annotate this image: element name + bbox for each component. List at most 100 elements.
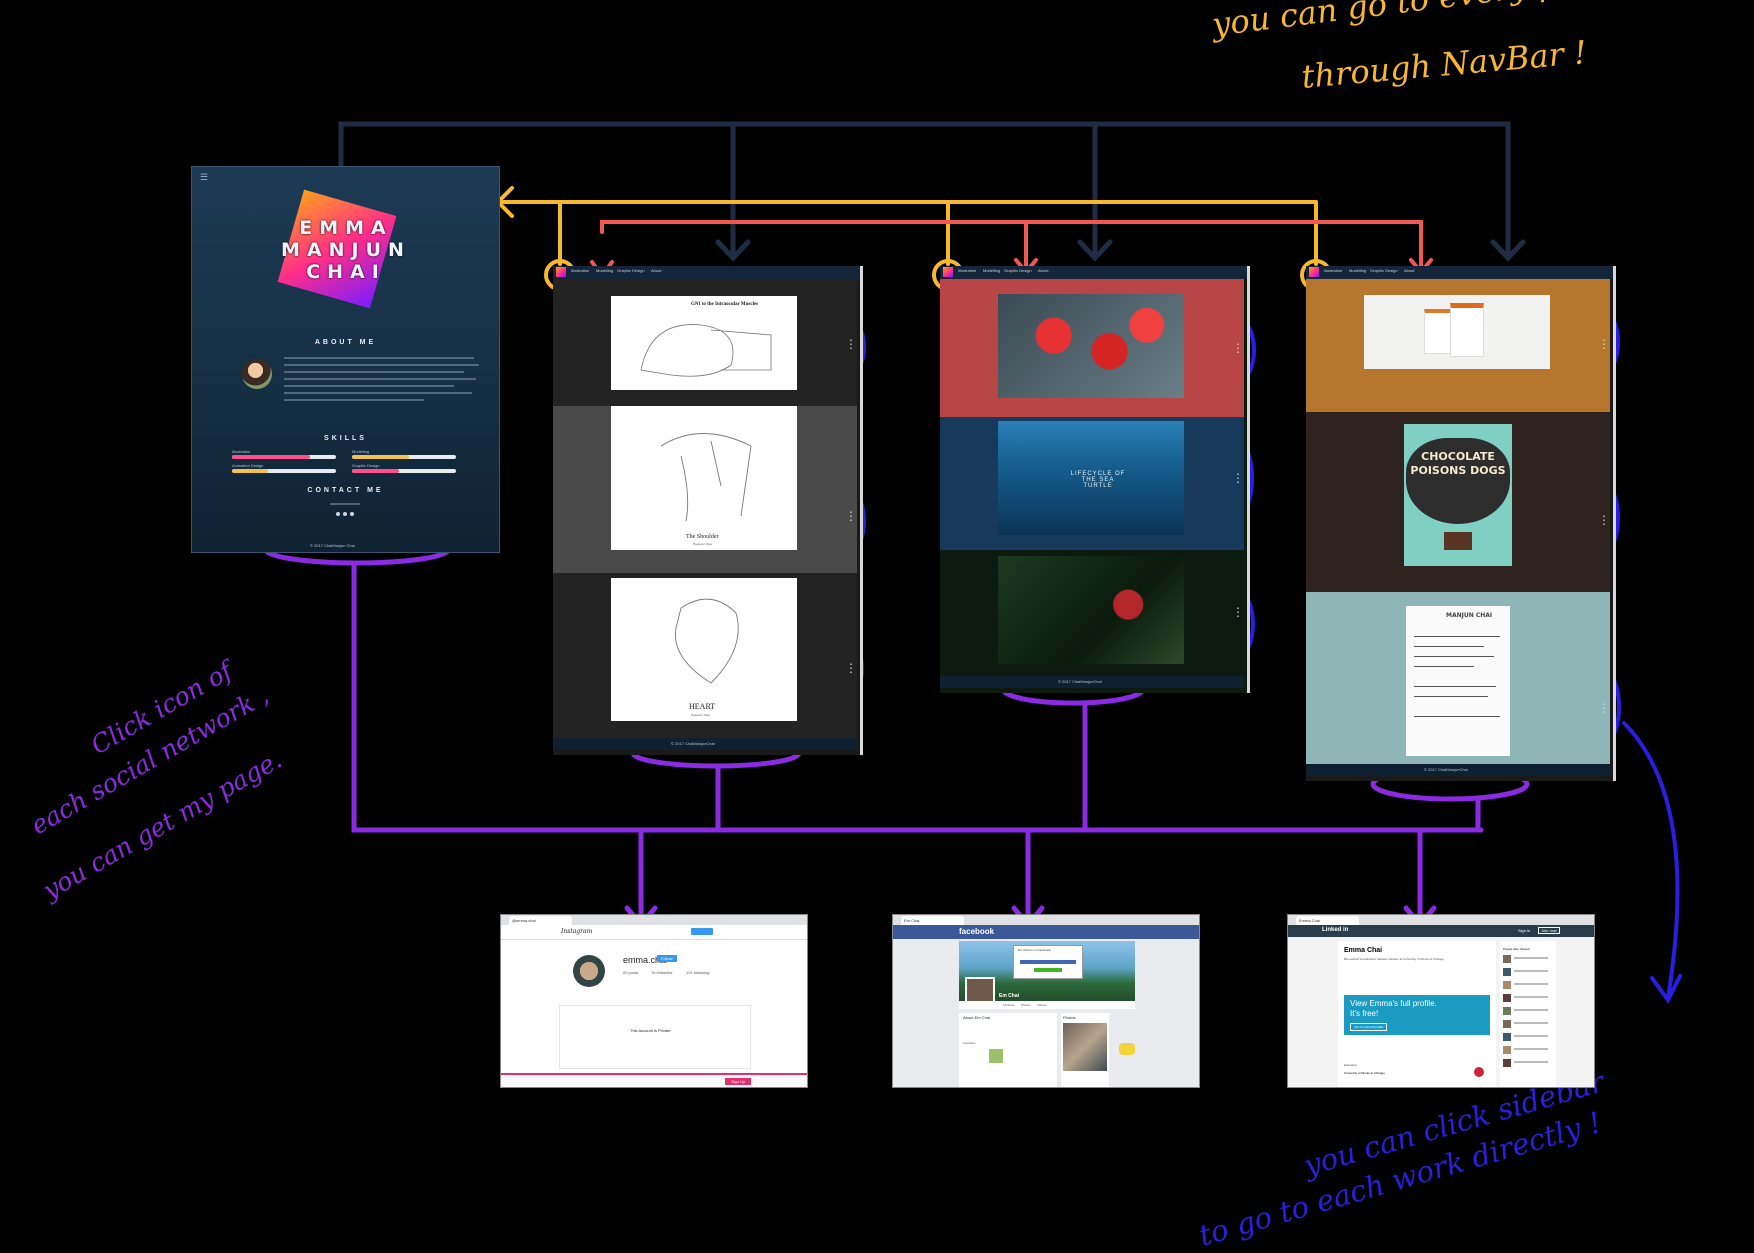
work-title: The Shoulder: [686, 534, 719, 540]
nav-item-graphic-design[interactable]: Graphic Design: [617, 268, 645, 273]
work-thumbnail[interactable]: LIFECYCLE OF THE SEA TURTLE: [998, 421, 1184, 535]
logo-line1: EMMA: [299, 217, 393, 239]
li-cta-button[interactable]: Join to view full profile: [1350, 1023, 1388, 1031]
resume-line: [1414, 686, 1496, 687]
nav-item-graphic-design[interactable]: Graphic Design: [1004, 268, 1032, 273]
li-person-avatar[interactable]: [1503, 1033, 1511, 1041]
li-person-avatar[interactable]: [1503, 955, 1511, 963]
fb-tab-photos[interactable]: Photos: [1021, 1003, 1031, 1007]
linkedin-icon[interactable]: [350, 512, 354, 516]
sidebar-dots[interactable]: ⋮: [1598, 701, 1610, 715]
modelling-page: Illustration Modelling Graphic Design Ab…: [940, 266, 1250, 693]
li-person-avatar[interactable]: [1503, 1059, 1511, 1067]
footer-text: © 2017 ChaiManjunChai: [1058, 679, 1102, 684]
work-thumbnail[interactable]: GNI to the Intraocular Muscles: [611, 296, 797, 390]
work-subtitle: Posterior View: [691, 713, 711, 717]
sidebar-dots[interactable]: ⋮: [845, 509, 857, 523]
nav-item-about[interactable]: About: [1404, 268, 1415, 273]
navbar: Illustration Modelling Graphic Design Ab…: [553, 266, 860, 279]
work-thumbnail[interactable]: [998, 556, 1184, 664]
li-education: Education: [1344, 1063, 1358, 1067]
dog-shape: [1406, 438, 1510, 524]
about-text: [284, 371, 464, 373]
work-subtitle: Posterior View: [693, 542, 713, 546]
instagram-icon[interactable]: [343, 512, 347, 516]
avatar: [242, 359, 272, 389]
package-box: [1450, 303, 1484, 357]
navbar: Illustration Modelling Graphic Design Ab…: [1306, 266, 1613, 279]
sidebar-dots[interactable]: ⋮: [1598, 513, 1610, 527]
li-person-avatar[interactable]: [1503, 1020, 1511, 1028]
li-also-viewed: People Also Viewed: [1503, 947, 1530, 951]
nav-item-modelling[interactable]: Modelling: [596, 268, 614, 273]
work-thumbnail[interactable]: HEART Posterior View: [611, 578, 797, 721]
nav-item-illustration[interactable]: Illustration: [958, 268, 977, 273]
menu-icon[interactable]: ☰: [200, 172, 209, 182]
linkedin-screenshot: Emma Chai Linked in Sign in Join now Emm…: [1287, 914, 1595, 1088]
work-thumbnail[interactable]: CHOCOLATE POISONS DOGS: [1404, 424, 1512, 566]
li-person-avatar[interactable]: [1503, 1007, 1511, 1015]
fb-dialog-title: Em Chai is on Facebook.: [1018, 948, 1052, 952]
facebook-icon[interactable]: [336, 512, 340, 516]
nav-item-about[interactable]: About: [651, 268, 662, 273]
nav-item-illustration[interactable]: Illustration: [1324, 268, 1343, 273]
li-person-avatar[interactable]: [1503, 1046, 1511, 1054]
graphic-design-page: Illustration Modelling Graphic Design Ab…: [1306, 266, 1616, 781]
li-join[interactable]: Join now: [1538, 927, 1560, 934]
li-person-line: [1514, 1009, 1548, 1011]
li-person-avatar[interactable]: [1503, 968, 1511, 976]
resume-line: [1414, 666, 1474, 667]
work-title: LIFECYCLE OF THE SEA TURTLE: [1070, 471, 1126, 489]
li-person-line: [1514, 1061, 1548, 1063]
nav-logo-icon[interactable]: [943, 267, 953, 277]
nav-item-illustration[interactable]: Illustration: [571, 268, 590, 273]
fb-login-button[interactable]: [1020, 960, 1076, 964]
nav-item-modelling[interactable]: Modelling: [1349, 268, 1367, 273]
ig-signup-cta[interactable]: Sign Up: [725, 1078, 752, 1085]
instagram-screenshot: @emma.chai Instagram emma.chai Follow 20…: [500, 914, 808, 1088]
work-thumbnail[interactable]: [998, 294, 1184, 398]
sidebar-dots[interactable]: ⋮: [1598, 337, 1610, 351]
fb-tab-timeline[interactable]: Timeline: [1003, 1003, 1015, 1007]
about-text: [284, 392, 472, 394]
li-person-line: [1514, 996, 1548, 998]
footer: © 2017 ChaiManjunChai: [1306, 764, 1610, 776]
li-person-line: [1514, 970, 1548, 972]
sidebar-dots[interactable]: ⋮: [1232, 471, 1244, 485]
li-cta-banner: View Emma's full profile. It's free! Joi…: [1344, 995, 1490, 1035]
work-thumbnail[interactable]: MANJUN CHAI: [1406, 606, 1510, 756]
nav-logo-icon[interactable]: [556, 267, 566, 277]
li-person-avatar[interactable]: [1503, 981, 1511, 989]
work-thumbnail[interactable]: The Shoulder Posterior View: [611, 406, 797, 550]
ig-signup-button[interactable]: [691, 928, 713, 935]
fb-photos-grid: [1063, 1023, 1107, 1071]
sidebar-dots[interactable]: ⋮: [845, 661, 857, 675]
fb-signup-button[interactable]: [1034, 968, 1062, 972]
li-person-avatar[interactable]: [1503, 994, 1511, 1002]
work-thumbnail[interactable]: [1364, 295, 1550, 369]
fb-favorites: Favorites: [963, 1041, 976, 1045]
li-signin[interactable]: Sign in: [1518, 928, 1531, 933]
li-name: Emma Chai: [1344, 947, 1383, 954]
nav-logo-icon[interactable]: [1309, 267, 1319, 277]
ig-avatar: [573, 955, 605, 987]
skill-bar-fill: [352, 455, 410, 459]
resume-line: [1414, 646, 1484, 647]
fb-tab-videos[interactable]: Videos: [1037, 1003, 1047, 1007]
footer-text: © 2017 ChaiManjunChai: [1424, 767, 1468, 772]
nav-item-graphic-design[interactable]: Graphic Design: [1370, 268, 1398, 273]
fb-tabs: Timeline Photos Videos: [959, 1001, 1135, 1009]
sidebar-dots[interactable]: ⋮: [845, 337, 857, 351]
about-text: [284, 378, 476, 380]
browser-chrome: Emma Chai: [1288, 915, 1594, 925]
nav-item-modelling[interactable]: Modelling: [983, 268, 1001, 273]
sidebar-dots[interactable]: ⋮: [1232, 341, 1244, 355]
logo-line3: CHAI: [306, 261, 386, 283]
footer-text: © 2017 ChaiManjunChai: [671, 741, 715, 746]
sidebar-dots[interactable]: ⋮: [1232, 605, 1244, 619]
ig-follow-button[interactable]: Follow: [657, 955, 677, 962]
home-page: ☰ EMMA MANJUN CHAI ABOUT ME SKILLS Illus…: [191, 166, 500, 553]
logo-line2: MANJUN: [281, 239, 411, 261]
nav-item-about[interactable]: About: [1038, 268, 1049, 273]
ig-following: 101 following: [686, 970, 710, 975]
